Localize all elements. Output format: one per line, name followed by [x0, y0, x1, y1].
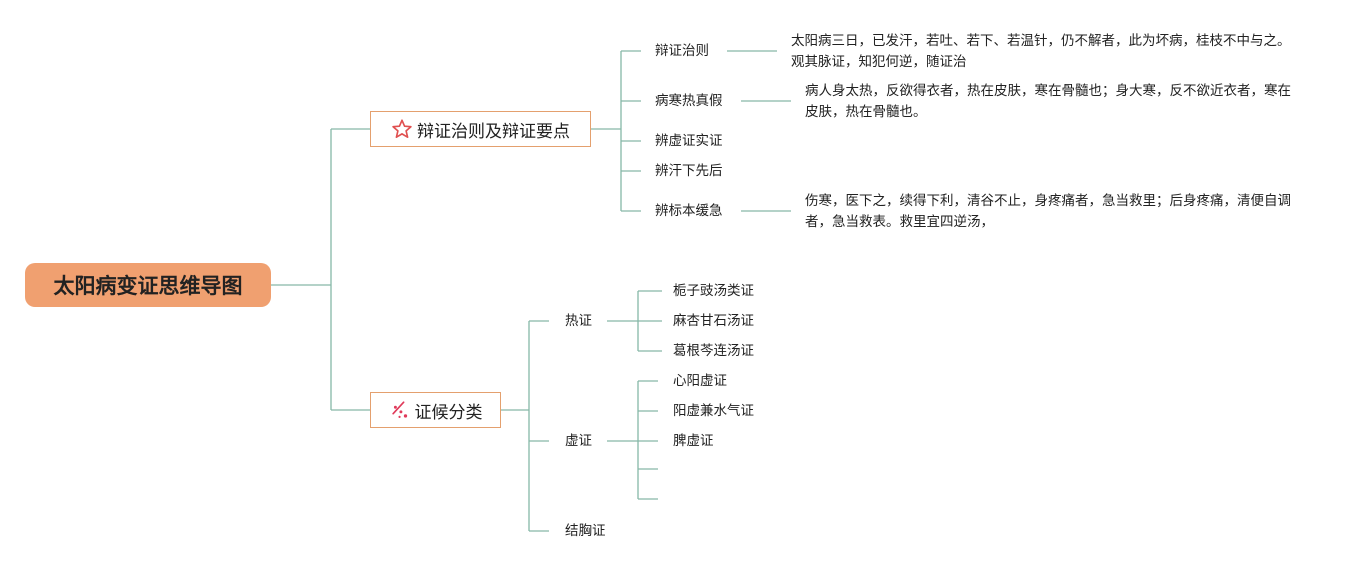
subtopic-rules-1[interactable]: 病寒热真假	[655, 93, 723, 109]
topic-syndromes-label: 证候分类	[414, 402, 483, 423]
root-topic[interactable]: 太阳病变证思维导图	[25, 263, 271, 307]
group-chest[interactable]: 结胸证	[565, 523, 606, 539]
subtopic-rules-3[interactable]: 辨汗下先后	[655, 163, 723, 179]
subtopic-rules-0[interactable]: 辩证治则	[655, 43, 709, 59]
subtopic-rules-2[interactable]: 辨虚证实证	[655, 133, 723, 149]
note-rules-1[interactable]: 病人身太热，反欲得衣者，热在皮肤，寒在骨髓也；身大寒，反不欲近衣者，寒在皮肤，热…	[805, 83, 1291, 120]
topic-rules-label: 辩证治则及辩证要点	[417, 121, 570, 142]
item-heat-1[interactable]: 麻杏甘石汤证	[673, 313, 754, 329]
item-heat-0[interactable]: 栀子豉汤类证	[673, 283, 754, 299]
note-rules-0[interactable]: 太阳病三日，已发汗，若吐、若下、若温针，仍不解者，此为坏病，桂枝不中与之。观其脉…	[791, 33, 1291, 70]
item-heat-2[interactable]: 葛根芩连汤证	[673, 343, 754, 359]
group-deficiency[interactable]: 虚证	[565, 433, 592, 449]
topic-rules[interactable]: 辩证治则及辩证要点	[370, 111, 591, 147]
item-deficiency-2[interactable]: 脾虚证	[673, 433, 714, 449]
star-icon	[391, 118, 413, 140]
note-rules-4[interactable]: 伤寒，医下之，续得下利，清谷不止，身疼痛者，急当救里；后身疼痛，清便自调者，急当…	[805, 193, 1291, 230]
topic-syndromes[interactable]: 证候分类	[370, 392, 501, 428]
subtopic-rules-4[interactable]: 辨标本缓急	[655, 203, 723, 219]
item-deficiency-1[interactable]: 阳虚兼水气证	[673, 403, 754, 419]
group-heat[interactable]: 热证	[565, 313, 592, 329]
root-topic-label: 太阳病变证思维导图	[53, 274, 243, 298]
sparkle-icon	[389, 399, 411, 421]
item-deficiency-0[interactable]: 心阳虚证	[673, 373, 727, 389]
